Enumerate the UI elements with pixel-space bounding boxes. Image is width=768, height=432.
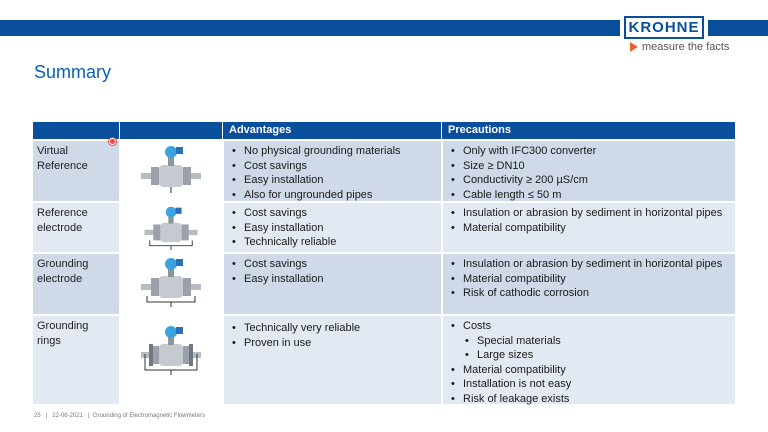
advantage-item: No physical grounding materials xyxy=(230,144,437,159)
advantage-item: Cost savings xyxy=(230,206,437,221)
precaution-item: Risk of leakage exists xyxy=(449,392,731,407)
krohne-logo: KROHNE xyxy=(624,16,704,39)
footer-date: 22-06-2021 xyxy=(52,413,83,419)
table-header: Advantages Precautions xyxy=(33,122,735,139)
row-label: Grounding electrode xyxy=(33,254,119,314)
table-row: Reference electrode Cost savings Easy in… xyxy=(33,201,735,252)
precaution-subitem: Large sizes xyxy=(463,348,731,363)
logo-text: KROHNE xyxy=(628,19,700,36)
advantage-item: Technically reliable xyxy=(230,235,437,250)
table-row: Virtual Reference No physical grounding … xyxy=(33,139,735,203)
tagline-text: measure the facts xyxy=(642,41,730,53)
footer-doc-title: Grounding of Electromagnetic Flowmeters xyxy=(92,413,205,419)
advantage-item: Technically very reliable xyxy=(230,321,437,336)
advantage-item: Easy installation xyxy=(230,272,437,287)
advantage-item: Proven in use xyxy=(230,336,437,351)
precaution-item: Installation is not easy xyxy=(449,377,731,392)
table-row: Grounding rings Technically very reliabl… xyxy=(33,314,735,407)
arrow-icon xyxy=(630,42,638,52)
flowmeter-grounding-rings-icon xyxy=(119,316,222,404)
precautions-cell: Only with IFC300 converter Size ≥ DN10 C… xyxy=(441,141,735,203)
precaution-subitem: Special materials xyxy=(463,334,731,349)
advantage-item: Also for ungrounded pipes xyxy=(230,188,437,203)
flowmeter-virtual-reference-icon xyxy=(119,141,222,201)
precaution-item: Material compatibility xyxy=(449,272,731,287)
precaution-item: Cable length ≤ 50 m xyxy=(449,188,731,203)
precaution-item: Only with IFC300 converter xyxy=(449,144,731,159)
header-band-right xyxy=(708,20,768,36)
header-col-type xyxy=(33,122,119,139)
tagline: measure the facts xyxy=(630,41,729,53)
slide-title: Summary xyxy=(34,62,112,82)
row-label: Virtual Reference xyxy=(33,141,119,201)
page-number: 25 xyxy=(34,413,41,419)
footer-separator: | xyxy=(45,413,48,419)
precaution-item: Insulation or abrasion by sediment in ho… xyxy=(449,206,731,221)
precautions-cell: Insulation or abrasion by sediment in ho… xyxy=(441,254,735,314)
footer-separator: | xyxy=(88,413,90,419)
header-precautions: Precautions xyxy=(441,122,735,139)
row-label: Reference electrode xyxy=(33,203,119,252)
advantages-cell: Cost savings Easy installation xyxy=(222,254,441,314)
precaution-item: Insulation or abrasion by sediment in ho… xyxy=(449,257,731,272)
precaution-item: Material compatibility xyxy=(449,221,731,236)
header-band xyxy=(0,20,620,36)
precautions-cell: Costs Special materials Large sizes Mate… xyxy=(441,316,735,407)
header-col-image xyxy=(119,122,222,139)
advantages-cell: No physical grounding materials Cost sav… xyxy=(222,141,441,203)
precaution-item: Conductivity ≥ 200 µS/cm xyxy=(449,173,731,188)
table-row: Grounding electrode Cost savings Easy in… xyxy=(33,252,735,314)
pointer-dot xyxy=(109,138,116,145)
advantages-cell: Technically very reliable Proven in use xyxy=(222,316,441,404)
advantage-item: Cost savings xyxy=(230,257,437,272)
precaution-item: Material compatibility xyxy=(449,363,731,378)
flowmeter-reference-electrode-icon xyxy=(119,203,222,252)
slide-footer: 25 | 22-06-2021 | Grounding of Electroma… xyxy=(34,413,205,419)
flowmeter-grounding-electrode-icon xyxy=(119,254,222,314)
advantage-item: Easy installation xyxy=(230,221,437,236)
advantage-item: Easy installation xyxy=(230,173,437,188)
top-margin xyxy=(0,0,768,20)
summary-table: Advantages Precautions Virtual Reference… xyxy=(33,122,735,407)
precaution-item: Risk of cathodic corrosion xyxy=(449,286,731,301)
advantage-item: Cost savings xyxy=(230,159,437,174)
precautions-cell: Insulation or abrasion by sediment in ho… xyxy=(441,203,735,252)
advantages-cell: Cost savings Easy installation Technical… xyxy=(222,203,441,252)
row-label: Grounding rings xyxy=(33,316,119,404)
precaution-item: Costs xyxy=(449,319,731,334)
precaution-item: Size ≥ DN10 xyxy=(449,159,731,174)
header-advantages: Advantages xyxy=(222,122,441,139)
